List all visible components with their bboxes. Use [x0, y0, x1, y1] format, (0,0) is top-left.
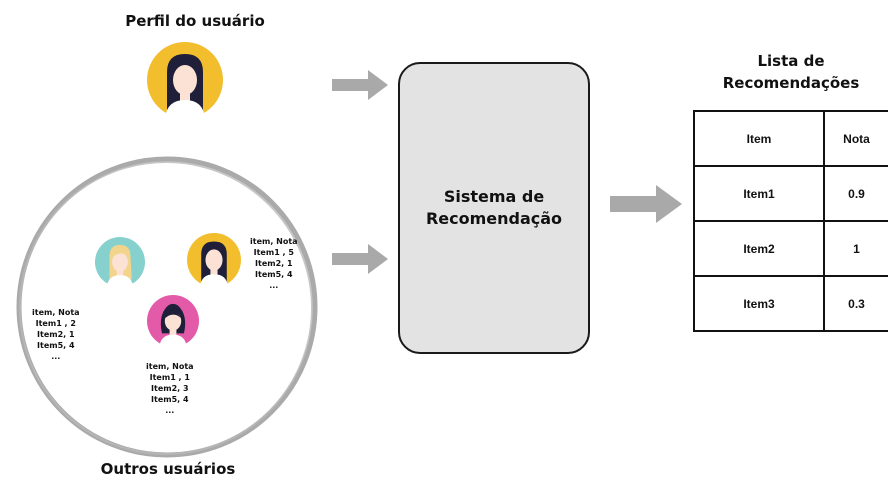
- user-ratings-list: item, Nota Item1 , 2 Item2, 1 Item5, 4 .…: [32, 308, 80, 361]
- table-row: Item2 1: [693, 220, 888, 277]
- recommendation-system-box: Sistema de Recomendação: [398, 62, 590, 354]
- other-users-circle: [16, 156, 318, 458]
- table-cell: Item1: [693, 165, 825, 222]
- other-users-title: Outros usuários: [100, 460, 236, 478]
- column-header: Item: [693, 110, 825, 167]
- table-row: Item3 0.3: [693, 275, 888, 332]
- user-avatar-teal-icon: [95, 237, 145, 287]
- user-ratings-list: item, Nota Item1 , 5 Item2, 1 Item5, 4 .…: [250, 237, 298, 290]
- table-cell: Item3: [693, 275, 825, 332]
- table-cell: Item2: [693, 220, 825, 277]
- table-cell: 1: [823, 220, 888, 277]
- table-cell: 0.9: [823, 165, 888, 222]
- user-ratings-list: item, Nota Item1 , 1 Item2, 3 Item5, 4 .…: [146, 362, 194, 415]
- arrow-right-icon: [610, 185, 682, 223]
- table-row: Item1 0.9: [693, 165, 888, 222]
- user-avatar-yellow-icon: [187, 233, 241, 287]
- recommendation-system-label: Sistema de Recomendação: [425, 187, 563, 228]
- table-cell: 0.3: [823, 275, 888, 332]
- arrow-right-icon: [332, 70, 388, 100]
- recommendations-title: Lista de Recomendações: [722, 52, 860, 92]
- recommendations-table: Item Nota Item1 0.9 Item2 1 Item3 0.3: [693, 110, 888, 332]
- user-profile-title: Perfil do usuário: [125, 12, 265, 30]
- table-header-row: Item Nota: [693, 110, 888, 167]
- column-header: Nota: [823, 110, 888, 167]
- user-avatar-pink-icon: [147, 295, 199, 347]
- arrow-right-icon: [332, 244, 388, 274]
- user-avatar-icon: [147, 42, 223, 118]
